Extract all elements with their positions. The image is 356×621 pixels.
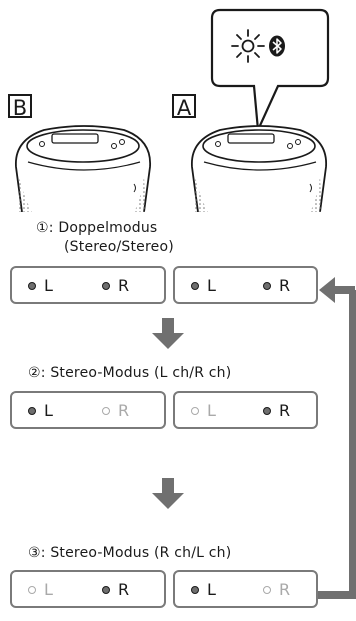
mode-2-b-r-indicator: R <box>102 402 129 420</box>
down-arrow-icon <box>152 318 184 349</box>
led-dot <box>263 282 271 290</box>
led-dot <box>102 407 110 415</box>
led-dot <box>191 282 199 290</box>
led-dot <box>191 407 199 415</box>
led-dot <box>28 586 36 594</box>
mode-2-b-l-indicator: L <box>28 402 53 420</box>
mode-3-a-l-indicator: L <box>191 581 216 599</box>
mode-3-a-r-indicator: R <box>263 581 290 599</box>
status-callout <box>210 8 330 133</box>
mode-3-number: ③ <box>28 545 41 561</box>
mode-1-box-a: L R <box>173 266 318 304</box>
mode-1-a-r-indicator: R <box>263 277 290 295</box>
mode-2-a-l-indicator: L <box>191 402 216 420</box>
mode-1-b-l-indicator: L <box>28 277 53 295</box>
led-dot <box>191 586 199 594</box>
led-blink-icon <box>231 29 265 63</box>
speaker-b-illustration <box>15 125 151 212</box>
mode-2-box-b: L R <box>10 391 166 429</box>
down-arrow-icon <box>152 478 184 509</box>
mode-3-box-a: L R <box>173 570 318 608</box>
led-dot <box>28 282 36 290</box>
mode-1-title: ①: Doppelmodus <box>36 220 157 236</box>
speaker-b-label: B <box>8 94 32 120</box>
mode-3-b-r-indicator: R <box>102 581 129 599</box>
mode-1-subtitle: (Stereo/Stereo) <box>64 239 174 255</box>
mode-1-b-r-indicator: R <box>102 277 129 295</box>
mode-2-a-r-indicator: R <box>263 402 290 420</box>
mode-1-number: ① <box>36 220 49 236</box>
led-dot <box>102 586 110 594</box>
mode-2-number: ② <box>28 365 41 381</box>
mode-1-label: : Doppelmodus <box>48 220 158 236</box>
led-dot <box>102 282 110 290</box>
mode-2-box-a: L R <box>173 391 318 429</box>
cycle-return-arrow-icon <box>318 277 356 599</box>
led-dot <box>28 407 36 415</box>
led-dot <box>263 407 271 415</box>
bluetooth-icon <box>269 35 285 57</box>
mode-3-box-b: L R <box>10 570 166 608</box>
speaker-a-illustration <box>191 125 327 212</box>
mode-3-label: : Stereo-Modus (R ch/L ch) <box>40 545 232 561</box>
mode-1-a-l-indicator: L <box>191 277 216 295</box>
mode-3-title: ③: Stereo-Modus (R ch/L ch) <box>28 545 231 561</box>
mode-2-label: : Stereo-Modus (L ch/R ch) <box>40 365 232 381</box>
speaker-a-label: A <box>172 94 196 120</box>
mode-3-b-l-indicator: L <box>28 581 53 599</box>
mode-2-title: ②: Stereo-Modus (L ch/R ch) <box>28 365 231 381</box>
mode-1-box-b: L R <box>10 266 166 304</box>
led-dot <box>263 586 271 594</box>
